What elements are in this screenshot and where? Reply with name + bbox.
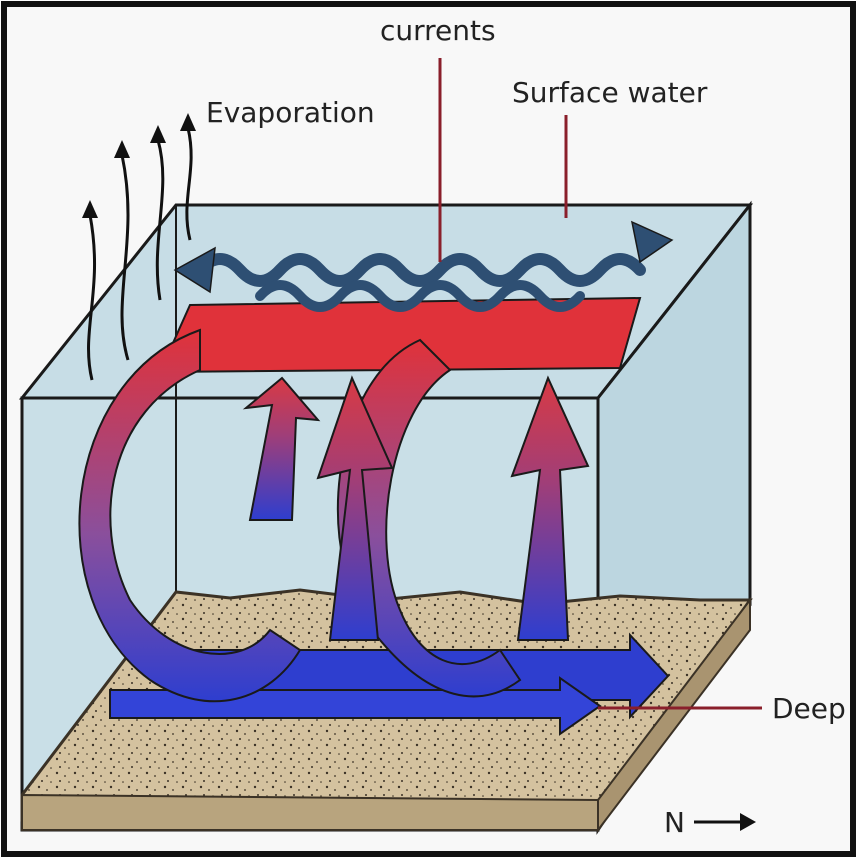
- label-north: N: [664, 806, 685, 839]
- label-currents: currents: [380, 14, 496, 47]
- label-deep: Deep: [772, 692, 846, 725]
- sinking-loop-left: [78, 328, 302, 703]
- sediment-right-layer: [597, 597, 751, 833]
- upwelling-arrow-2: [242, 376, 321, 521]
- surface-currents-arrow: [173, 220, 674, 312]
- label-surface-water: Surface water: [512, 76, 708, 109]
- upwelling-arrow-3: [510, 375, 590, 641]
- evaporation-arrowheads: [82, 113, 196, 218]
- wavy-up-arrow-icon: [87, 127, 193, 381]
- sediment-front-layer: [21, 793, 599, 831]
- arrow-right-icon: [694, 813, 756, 831]
- upwelling-arrow-1: [316, 375, 394, 641]
- label-evaporation: Evaporation: [206, 96, 375, 129]
- sinking-loop-middle: [336, 338, 522, 698]
